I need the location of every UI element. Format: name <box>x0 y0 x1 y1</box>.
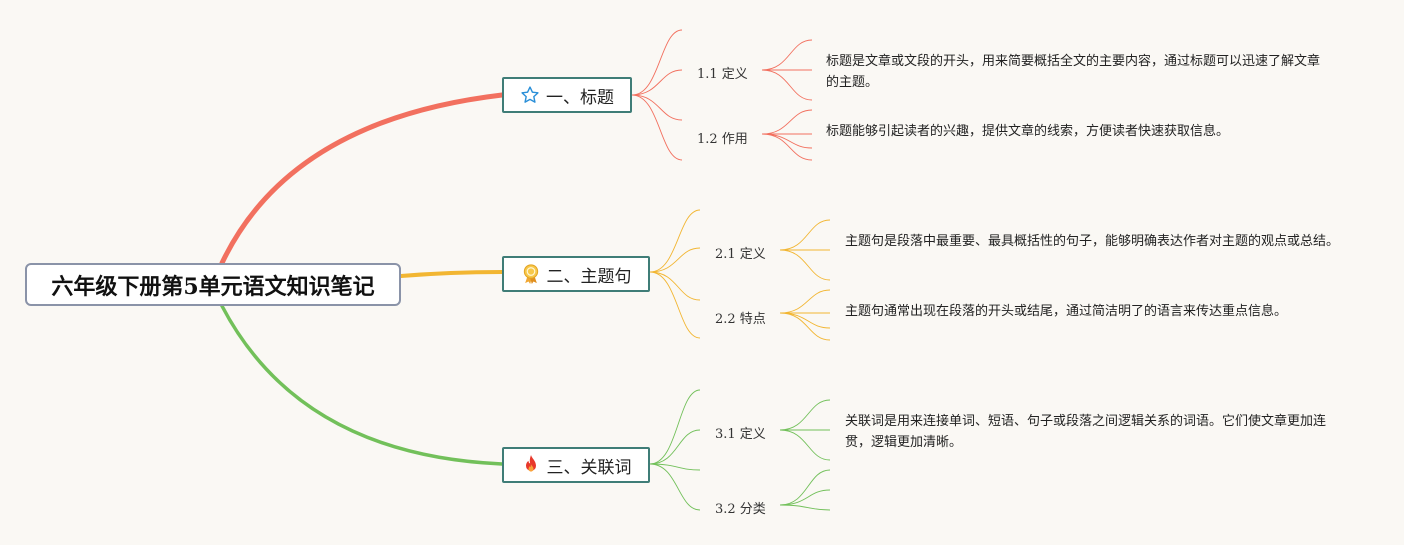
sub-node-1-2[interactable]: 1.2 作用 <box>697 132 748 147</box>
note-2-1: 主题句是段落中最重要、最具概括性的句子，能够明确表达作者对主题的观点或总结。 <box>845 234 1340 249</box>
branch-node-topic-sentence[interactable]: 二、主题句 <box>502 256 650 292</box>
connector-root-branch-3 <box>220 304 504 466</box>
fire-icon <box>521 454 541 476</box>
connector-root-branch-1 <box>219 92 505 266</box>
sub-node-3-2[interactable]: 3.2 分类 <box>715 502 766 517</box>
branch-label: 二、主题句 <box>546 266 632 287</box>
note-1-2: 标题能够引起读者的兴趣，提供文章的线索，方便读者快速获取信息。 <box>826 124 1230 139</box>
sub-node-2-2[interactable]: 2.2 特点 <box>715 312 766 327</box>
branch-node-title[interactable]: 一、标题 <box>502 77 632 113</box>
sub-2-2-fan <box>779 289 831 341</box>
branch-node-connectives[interactable]: 三、关联词 <box>502 447 650 483</box>
branch-2-fan <box>649 209 701 339</box>
award-ribbon-icon <box>521 263 541 285</box>
root-node[interactable]: 六年级下册第5单元语文知识笔记 <box>25 263 401 306</box>
sub-1-1-fan <box>761 39 813 101</box>
note-2-2: 主题句通常出现在段落的开头或结尾，通过简洁明了的语言来传达重点信息。 <box>845 304 1288 319</box>
sub-2-1-fan <box>779 219 831 281</box>
sub-1-2-fan <box>761 109 813 161</box>
sub-3-2-fan <box>779 469 831 511</box>
branch-label: 一、标题 <box>546 87 614 108</box>
note-3-1: 关联词是用来连接单词、短语、句子或段落之间逻辑关系的词语。它们使文章更加连贯，逻… <box>845 414 1327 450</box>
branch-label: 三、关联词 <box>546 457 632 478</box>
sub-node-1-1[interactable]: 1.1 定义 <box>697 67 748 82</box>
sub-node-3-1[interactable]: 3.1 定义 <box>715 427 766 442</box>
note-1-1: 标题是文章或文段的开头，用来简要概括全文的主要内容，通过标题可以迅速了解文章的主… <box>826 54 1321 90</box>
sub-3-1-fan <box>779 399 831 461</box>
root-title: 六年级下册第5单元语文知识笔记 <box>51 273 375 300</box>
branch-1-fan <box>631 29 683 161</box>
branch-3-fan <box>649 389 701 511</box>
sub-node-2-1[interactable]: 2.1 定义 <box>715 247 766 262</box>
star-icon <box>520 85 540 105</box>
connector-root-branch-2 <box>399 270 504 278</box>
